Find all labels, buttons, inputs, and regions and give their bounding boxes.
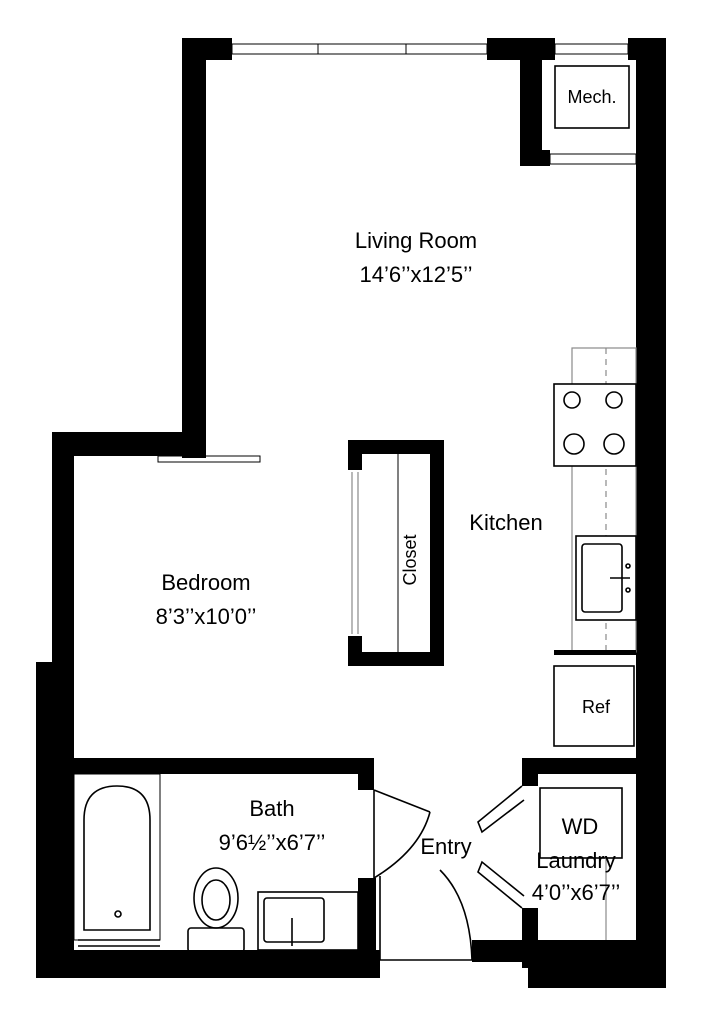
kitchen-name: Kitchen: [469, 510, 542, 535]
ref-label: Ref: [582, 697, 611, 717]
bath-dims: 9’6½’’x6’7’’: [219, 830, 326, 855]
walls: [36, 38, 666, 988]
kitchen-sink-icon: [575, 535, 637, 621]
bath-sink-icon: [257, 891, 359, 951]
living-room-dims: 14’6’’x12’5’’: [360, 262, 473, 287]
doors: [373, 785, 525, 961]
range-icon: [553, 383, 637, 467]
windows: [231, 43, 637, 165]
bedroom-sliding-door: [157, 455, 261, 463]
labels: Mech. Living Room 14’6’’x12’5’’ Kitchen …: [156, 87, 621, 905]
living-room-name: Living Room: [355, 228, 477, 253]
washer-dryer: [539, 787, 623, 940]
bath-name: Bath: [249, 796, 294, 821]
closet: [351, 454, 399, 652]
closet-label: Closet: [400, 534, 420, 585]
bathtub-icon: [73, 773, 161, 941]
mech-closet: [554, 65, 630, 129]
laundry-dims: 4’0’’x6’7’’: [532, 880, 620, 905]
bedroom-name: Bedroom: [161, 570, 250, 595]
toilet-icon: [187, 867, 245, 953]
kitchen-counter: [553, 347, 637, 653]
wd-label: WD: [562, 814, 599, 839]
laundry-name: Laundry: [536, 848, 616, 873]
bath-fixtures: [73, 773, 359, 953]
bedroom-dims: 8’3’’x10’0’’: [156, 604, 257, 629]
entry-name: Entry: [420, 834, 471, 859]
refrigerator: [553, 650, 636, 747]
mech-label: Mech.: [567, 87, 616, 107]
